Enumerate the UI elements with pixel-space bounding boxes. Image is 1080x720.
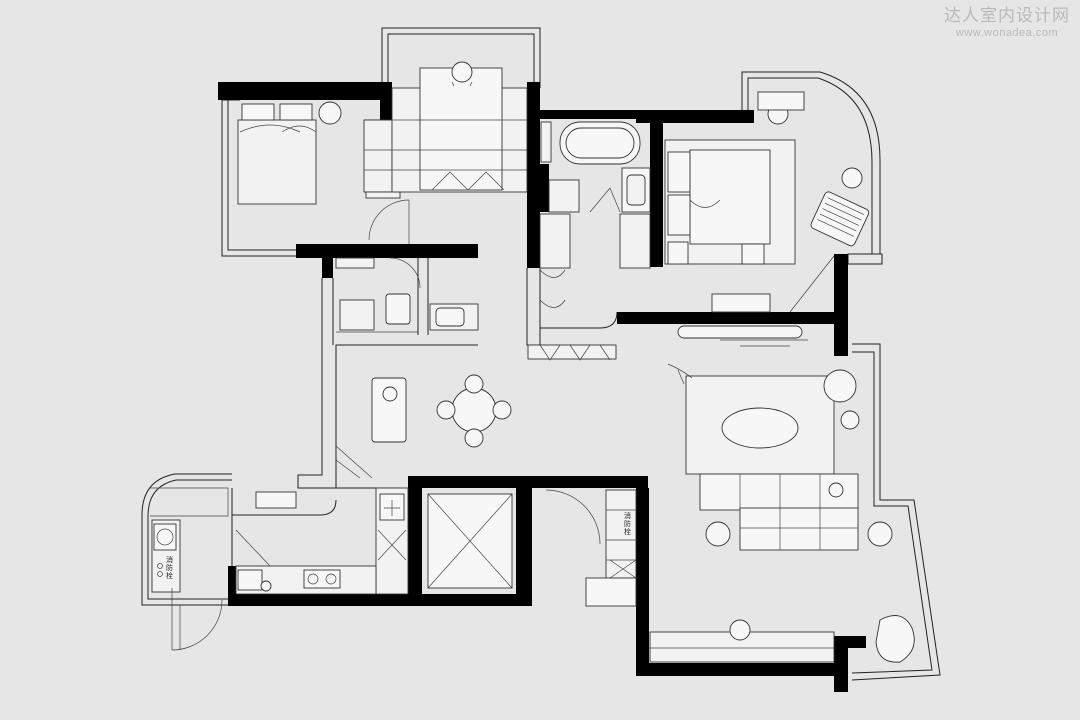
dining-area bbox=[335, 374, 512, 479]
watermark: 达人室内设计网 www.wonadea.com bbox=[944, 6, 1070, 40]
elevator-shaft bbox=[427, 493, 513, 589]
bedroom-master bbox=[664, 91, 870, 313]
corridor-closet bbox=[527, 269, 617, 361]
bathroom-master bbox=[539, 121, 651, 269]
hydrant-label-left: 消防栓 bbox=[166, 556, 173, 580]
bed-left bbox=[237, 119, 317, 205]
watermark-url: www.wonadea.com bbox=[955, 27, 1059, 39]
walls bbox=[218, 82, 866, 692]
bedroom-left bbox=[237, 101, 410, 244]
watermark-title: 达人室内设计网 bbox=[944, 6, 1070, 26]
utility-balcony bbox=[150, 487, 229, 651]
kitchen bbox=[235, 487, 409, 595]
bathroom-guest bbox=[335, 257, 479, 333]
entry-hall bbox=[545, 489, 637, 607]
hydrant-label-right: 消防栓 bbox=[624, 512, 631, 536]
living-room bbox=[649, 325, 915, 663]
study-room bbox=[391, 61, 528, 193]
